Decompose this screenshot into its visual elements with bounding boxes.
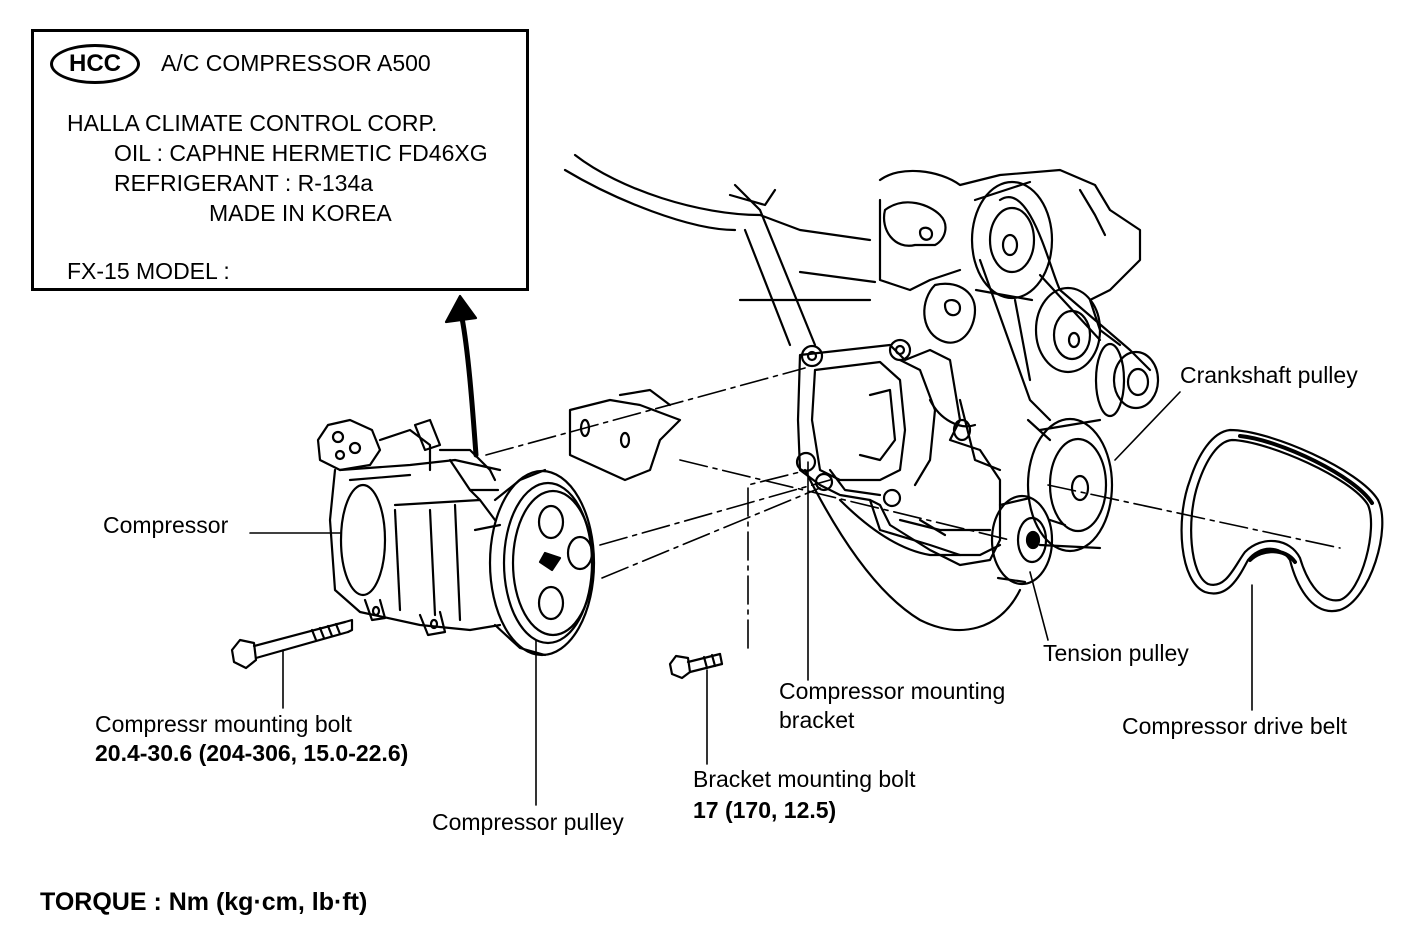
callout-crankshaft-pulley: Crankshaft pulley [1180,362,1358,388]
callout-bracket-bolt-torque: 17 (170, 12.5) [693,797,837,823]
leader-lines [249,391,1253,806]
callout-compressor-bolt-torque: 20.4-30.6 (204-306, 15.0-22.6) [95,740,409,766]
callout-drive-belt: Compressor drive belt [1122,713,1347,739]
callout-bracket-line1: Compressor mounting [779,678,1006,704]
label-title: A/C COMPRESSOR A500 [161,50,431,76]
compressor-label-plate: HCC A/C COMPRESSOR A500 HALLA CLIMATE CO… [31,29,529,291]
bracket-bolt-drawing [668,652,724,680]
torque-units-note: TORQUE : Nm (kg·cm, lb·ft) [40,888,368,916]
hcc-logo: HCC [50,44,140,84]
callout-compressor-pulley: Compressor pulley [432,809,624,835]
callout-compressor-bolt: Compressr mounting bolt [95,711,352,737]
callout-tension-pulley: Tension pulley [1043,640,1189,666]
engine-block [563,153,1142,632]
tension-pulley-drawing [990,494,1067,586]
drive-belt-drawing [1180,428,1384,613]
label-oil: OIL : CAPHNE HERMETIC FD46XG [114,140,488,166]
label-pointer-arrow [444,294,479,458]
label-manufacturer: HALLA CLIMATE CONTROL CORP. [67,110,438,136]
compressor-body-drawing [316,418,502,637]
callout-bracket-bolt: Bracket mounting bolt [693,766,916,792]
adapter-plate-drawing [568,388,682,482]
alignment-lines [485,367,1341,649]
callout-bracket-line2: bracket [779,707,855,733]
label-model: FX-15 MODEL : [67,258,230,284]
upper-pulleys [970,180,1160,422]
callout-compressor: Compressor [103,512,229,538]
hcc-logo-text: HCC [69,50,121,77]
compressor-pulley-drawing [488,468,596,657]
crankshaft-pulley-drawing [1026,417,1114,553]
label-origin: MADE IN KOREA [209,200,392,226]
support-rod [728,183,817,347]
compressor-bolt-drawing [230,618,354,670]
mounting-bracket-drawing [795,338,1002,567]
label-refrigerant: REFRIGERANT : R-134a [114,170,374,196]
